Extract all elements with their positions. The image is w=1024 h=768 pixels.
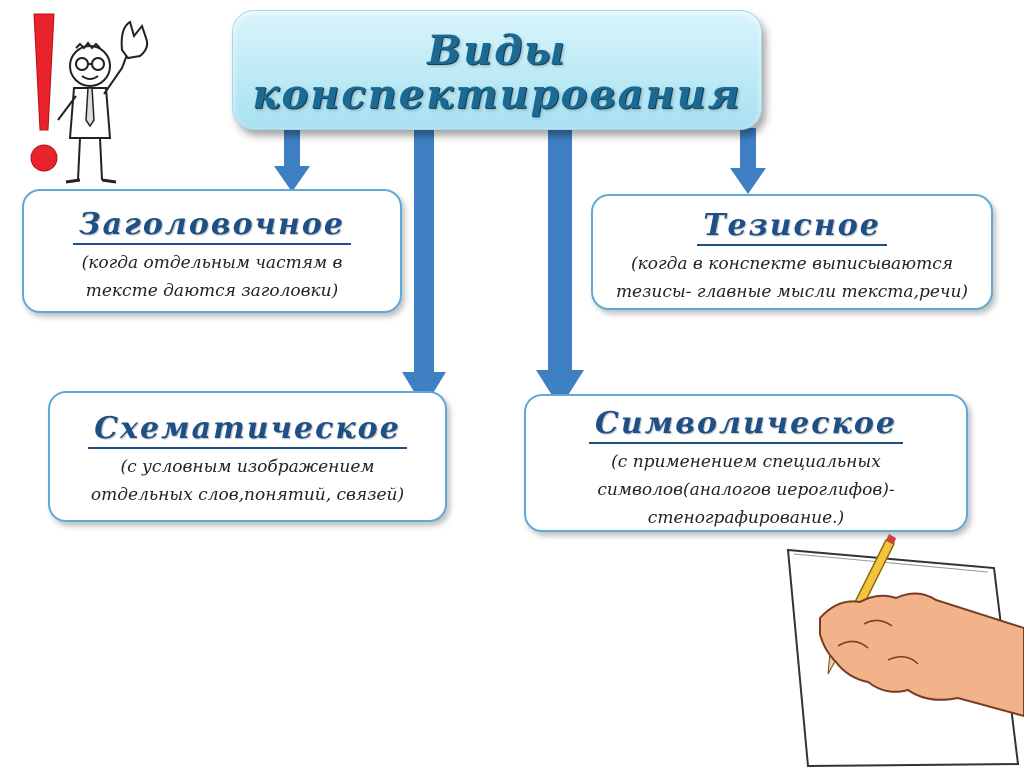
- arrow-to-zagolovochnoe: [274, 128, 310, 192]
- title-line-1: Виды: [427, 27, 567, 74]
- card-simvolicheskoe: Символическое (с применением специальных…: [524, 394, 968, 532]
- card-tezisnoe: Тезисное (когда в конспекте выписываются…: [591, 194, 993, 310]
- diagram-title-box: Виды конспектирования: [232, 10, 762, 130]
- card-description-line: (когда отдельным частям в: [81, 253, 343, 273]
- card-description-line: (когда в конспекте выписываются: [631, 254, 953, 274]
- hand-writing-on-paper-icon: [786, 534, 1024, 768]
- card-schematicheskoe: Схематическое (с условным изображением о…: [48, 391, 447, 522]
- card-description-line: отдельных слов,понятий, связей): [90, 485, 405, 505]
- card-description: (с условным изображением отдельных слов,…: [50, 453, 445, 509]
- card-description-line: (с условным изображением: [120, 457, 375, 477]
- card-description-line: (с применением специальных: [611, 452, 881, 472]
- card-heading: Заголовочное: [72, 207, 352, 245]
- card-description: (когда в конспекте выписываются тезисы- …: [593, 250, 991, 306]
- card-description-line: тезисы- главные мысли текста,речи): [615, 282, 969, 302]
- card-description: (когда отдельным частям в тексте даются …: [24, 249, 400, 305]
- card-heading: Символическое: [589, 406, 903, 444]
- stick-figure-with-exclamation-icon: [30, 13, 149, 184]
- card-zagolovochnoe: Заголовочное (когда отдельным частям в т…: [22, 189, 402, 313]
- card-description: (с применением специальных символов(анал…: [526, 448, 966, 532]
- card-heading: Тезисное: [697, 208, 887, 246]
- title-line-2: конспектирования: [252, 71, 742, 118]
- arrow-to-schematicheskoe: [402, 128, 446, 408]
- arrow-to-simvolicheskoe: [536, 128, 584, 408]
- card-description-line: тексте даются заголовки): [85, 281, 339, 301]
- card-heading: Схематическое: [88, 411, 407, 449]
- card-description-line: стенографирование.): [647, 508, 845, 528]
- arrow-to-tezisnoe: [730, 128, 766, 194]
- card-description-line: символов(аналогов иероглифов)-: [597, 480, 895, 500]
